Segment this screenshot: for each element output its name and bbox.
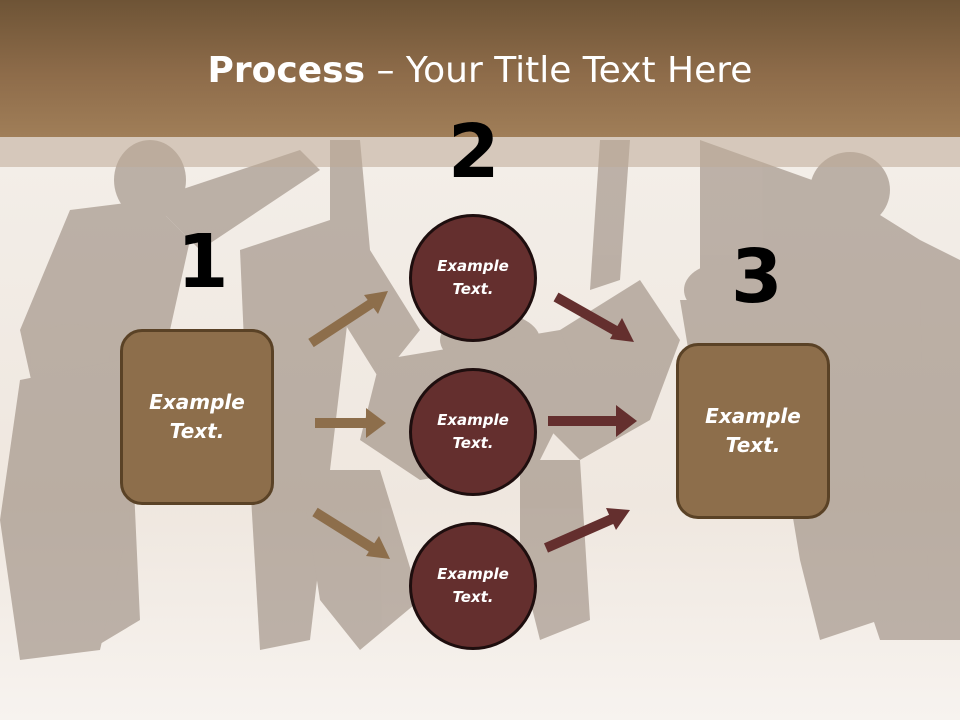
title-rest: – Your Title Text Here	[365, 50, 753, 91]
title-bar	[0, 0, 960, 137]
circle-top[interactable]: Example Text.	[409, 214, 537, 342]
arrow-down-left	[312, 507, 390, 559]
arrow-up-right	[543, 508, 630, 553]
step-number-3: 3	[731, 234, 783, 320]
title-bold: Process	[207, 50, 366, 91]
step-3-text: Example Text.	[705, 404, 801, 457]
title-band	[0, 137, 960, 167]
circle-bottom[interactable]: Example Text.	[409, 522, 537, 650]
step-3-box[interactable]: Example Text.	[676, 343, 830, 519]
step-1-text: Example Text.	[149, 390, 245, 443]
circle-bottom-text: Example Text.	[437, 565, 509, 606]
circle-middle-text: Example Text.	[437, 411, 509, 452]
circle-top-text: Example Text.	[437, 257, 509, 298]
arrow-down-right	[553, 292, 634, 342]
step-1-box[interactable]: Example Text.	[120, 329, 274, 505]
slide-title: Process – Your Title Text Here	[0, 50, 960, 91]
arrow-middle-left	[315, 408, 386, 438]
arrow-up-left	[308, 291, 388, 348]
arrow-middle-right	[548, 405, 637, 437]
step-number-1: 1	[177, 219, 229, 305]
step-number-2: 2	[448, 109, 500, 195]
circle-middle[interactable]: Example Text.	[409, 368, 537, 496]
